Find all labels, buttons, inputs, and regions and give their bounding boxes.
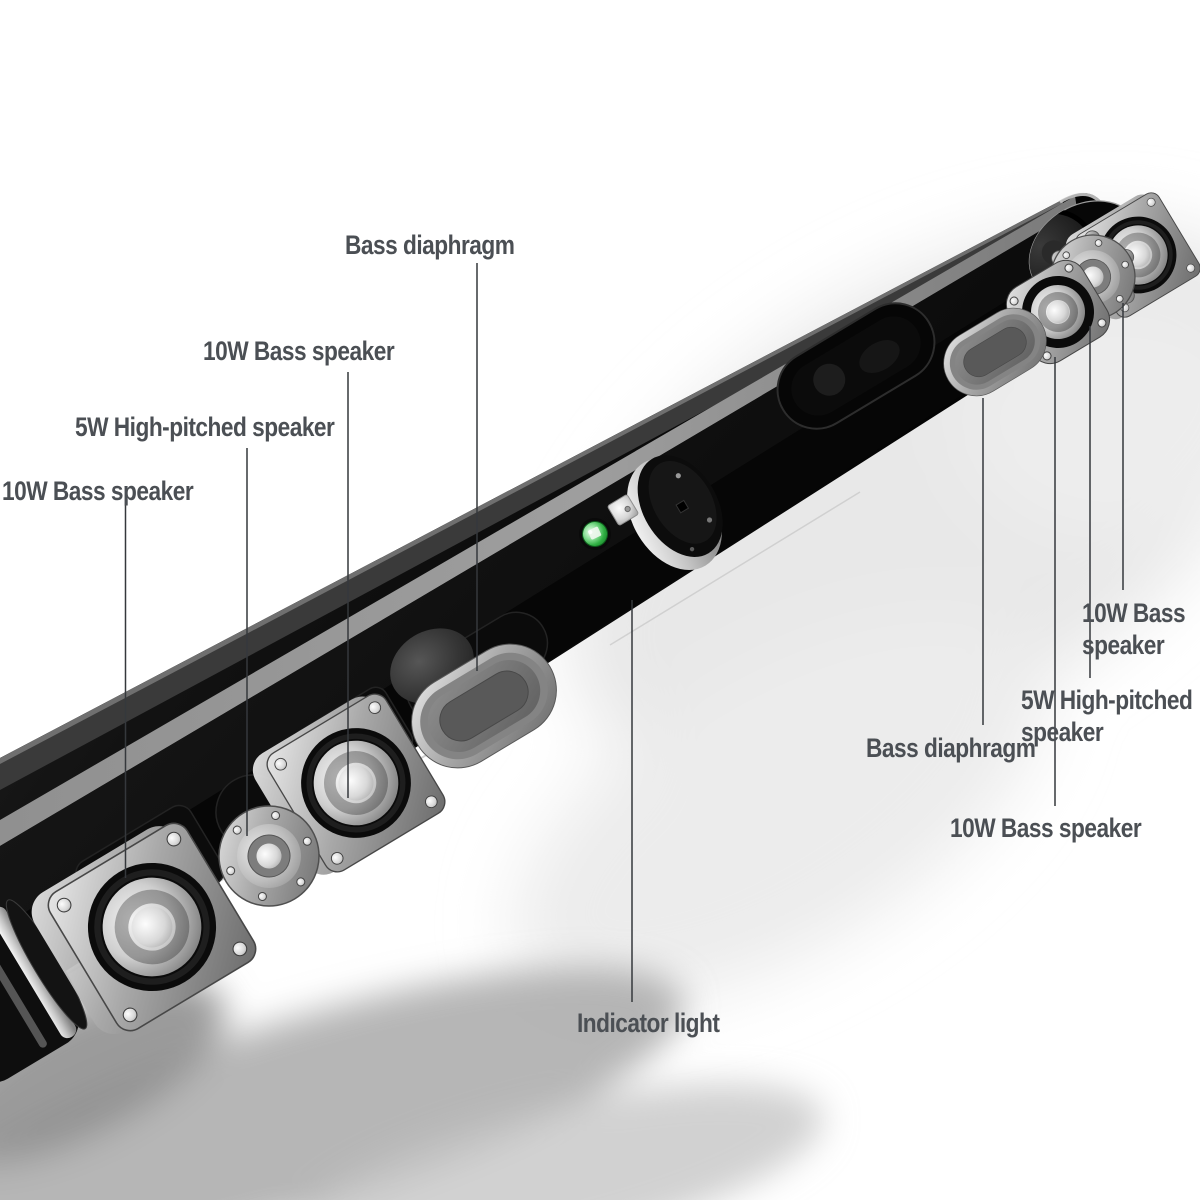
callout-line-1: 5W High-pitched — [1021, 685, 1193, 715]
top-face — [0, 200, 1068, 790]
callout-bass-diaphragm-right: Bass diaphragm — [866, 733, 1036, 763]
callout-line-2: speaker — [1082, 630, 1165, 660]
callout-bass-speaker-left: 10W Bass speaker — [2, 476, 194, 506]
left-end-cap — [0, 899, 88, 1083]
floor-shadow — [0, 966, 824, 1200]
callout-bass-speaker-right-top: 10W Bass speaker — [1082, 597, 1186, 661]
exploded-drivers-right — [931, 186, 1200, 409]
white-module — [607, 494, 639, 526]
callout-bass-speaker-top-mid: 10W Bass speaker — [203, 336, 395, 366]
chrome-end-disc — [627, 455, 723, 570]
indicator-led — [579, 518, 611, 550]
callout-line-2: speaker — [1021, 717, 1104, 747]
callout-high-pitched-right: 5W High-pitched speaker — [1021, 684, 1193, 748]
callout-line-1: 10W Bass — [1082, 598, 1186, 628]
callout-indicator-light: Indicator light — [577, 1008, 720, 1038]
callout-bass-diaphragm-top: Bass diaphragm — [345, 230, 515, 260]
callout-bass-speaker-right-bottom: 10W Bass speaker — [950, 813, 1142, 843]
leader-lines — [124, 263, 1124, 1002]
diaphragm-slot — [776, 302, 936, 430]
callout-high-pitched-left: 5W High-pitched speaker — [75, 412, 335, 442]
